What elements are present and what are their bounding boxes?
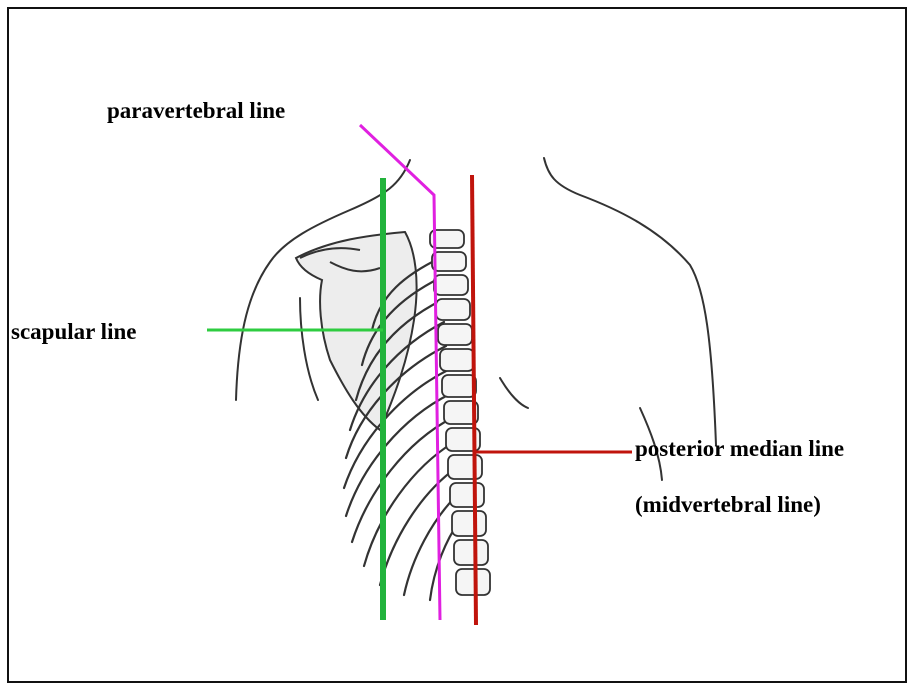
vertebra xyxy=(452,511,486,536)
vertebra xyxy=(450,483,484,507)
posterior-median-line-label: posterior median line xyxy=(635,437,844,460)
rib xyxy=(404,494,458,595)
vertebra xyxy=(442,375,476,397)
vertebra xyxy=(436,299,470,320)
vertebra xyxy=(438,324,472,345)
vertebra xyxy=(440,349,474,371)
right-shoulder-contour xyxy=(544,158,716,445)
scapular-line-label: scapular line xyxy=(11,320,136,343)
vertebra xyxy=(456,569,490,595)
left-arm-contour xyxy=(300,298,318,400)
rib xyxy=(380,468,456,585)
paravertebral-line-label: paravertebral line xyxy=(107,99,285,122)
vertebra xyxy=(448,455,482,479)
rib xyxy=(364,442,454,566)
back-muscle-mark xyxy=(500,378,528,408)
vertebra xyxy=(454,540,488,565)
midvertebral-line-label: (midvertebral line) xyxy=(635,493,821,516)
vertebra xyxy=(432,252,466,271)
vertebra xyxy=(434,275,468,295)
